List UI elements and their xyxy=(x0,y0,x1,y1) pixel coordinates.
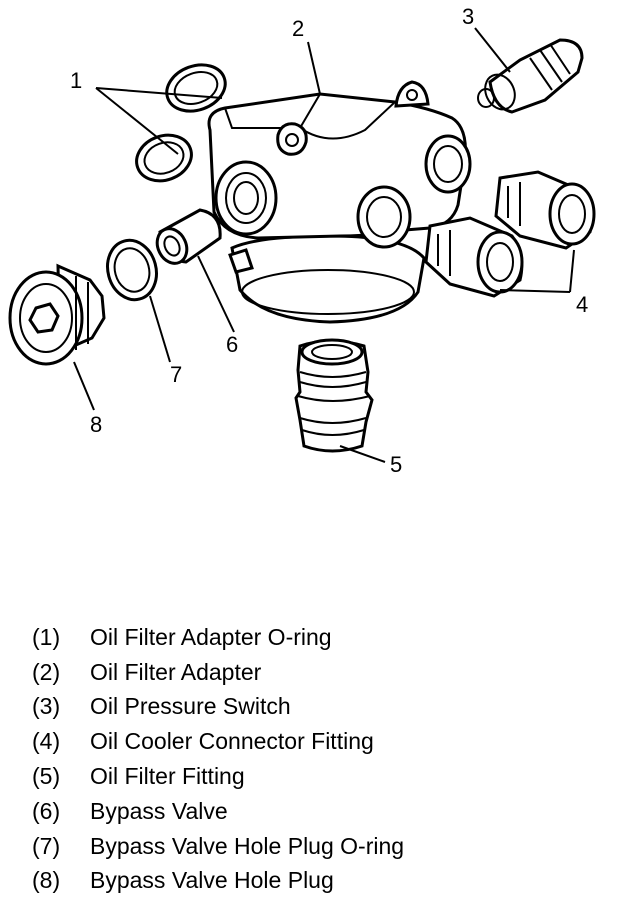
callout-3: 3 xyxy=(462,4,474,29)
legend-item: (8) Bypass Valve Hole Plug xyxy=(32,864,622,898)
bypass-valve xyxy=(155,208,222,265)
oil-cooler-connector-fitting-upper xyxy=(494,170,596,250)
legend-text: Oil Pressure Switch xyxy=(90,693,291,720)
legend-item: (6) Bypass Valve xyxy=(32,794,622,829)
legend-text: Bypass Valve Hole Plug xyxy=(90,867,334,894)
oil-cooler-connector-fitting-lower xyxy=(424,216,524,298)
legend-number: (6) xyxy=(32,797,61,824)
callout-4: 4 xyxy=(576,292,588,317)
bypass-valve-hole-plug-o-ring xyxy=(106,238,158,302)
parts-legend: (1) Oil Filter Adapter O-ring (2) Oil Fi… xyxy=(32,620,622,898)
legend-number: (8) xyxy=(32,867,61,894)
legend-text: Oil Filter Adapter O-ring xyxy=(90,623,332,650)
callout-1: 1 xyxy=(70,68,82,93)
leader-lines xyxy=(73,27,575,463)
legend-text: Bypass Valve xyxy=(90,797,228,824)
exploded-parts-diagram: 1 2 3 4 5 6 7 8 xyxy=(8,4,596,477)
oil-filter-adapter-o-ring-upper xyxy=(165,63,227,113)
legend-item: (3) Oil Pressure Switch xyxy=(32,690,622,725)
legend-text: Oil Cooler Connector Fitting xyxy=(90,728,374,755)
legend-text: Bypass Valve Hole Plug O-ring xyxy=(90,832,405,859)
legend-item: (1) Oil Filter Adapter O-ring xyxy=(32,620,622,655)
callout-5: 5 xyxy=(390,452,402,477)
oil-filter-adapter xyxy=(207,80,472,324)
legend-text: Oil Filter Fitting xyxy=(90,763,245,790)
legend-number: (2) xyxy=(32,658,61,685)
callout-2: 2 xyxy=(292,16,304,41)
legend-number: (3) xyxy=(32,693,61,720)
oil-filter-fitting xyxy=(294,338,374,453)
oil-pressure-switch xyxy=(477,38,584,114)
callout-6: 6 xyxy=(226,332,238,357)
legend-number: (7) xyxy=(32,832,61,859)
legend-number: (1) xyxy=(32,623,61,650)
legend-item: (7) Bypass Valve Hole Plug O-ring xyxy=(32,829,622,864)
callout-8: 8 xyxy=(90,412,102,437)
oil-filter-adapter-o-ring-lower xyxy=(135,133,193,183)
legend-item: (2) Oil Filter Adapter xyxy=(32,655,622,690)
bypass-valve-hole-plug xyxy=(8,263,106,366)
legend-item: (5) Oil Filter Fitting xyxy=(32,759,622,794)
legend-text: Oil Filter Adapter xyxy=(90,658,262,685)
legend-item: (4) Oil Cooler Connector Fitting xyxy=(32,724,622,759)
legend-number: (4) xyxy=(32,728,61,755)
callout-7: 7 xyxy=(170,362,182,387)
legend-number: (5) xyxy=(32,763,61,790)
